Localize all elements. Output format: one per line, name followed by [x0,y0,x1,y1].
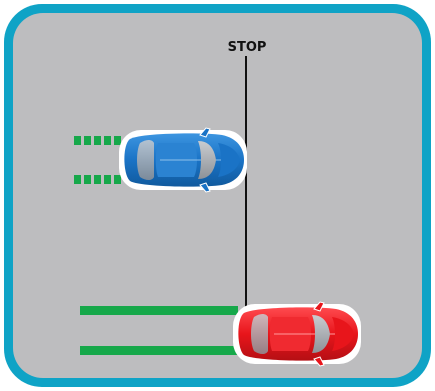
red-car-motion-trail [80,306,238,355]
blue-car-motion-trail [74,136,121,184]
blue-car [119,127,247,193]
road-surface [13,13,422,378]
red-car [233,301,361,367]
stop-label: STOP [228,40,267,55]
